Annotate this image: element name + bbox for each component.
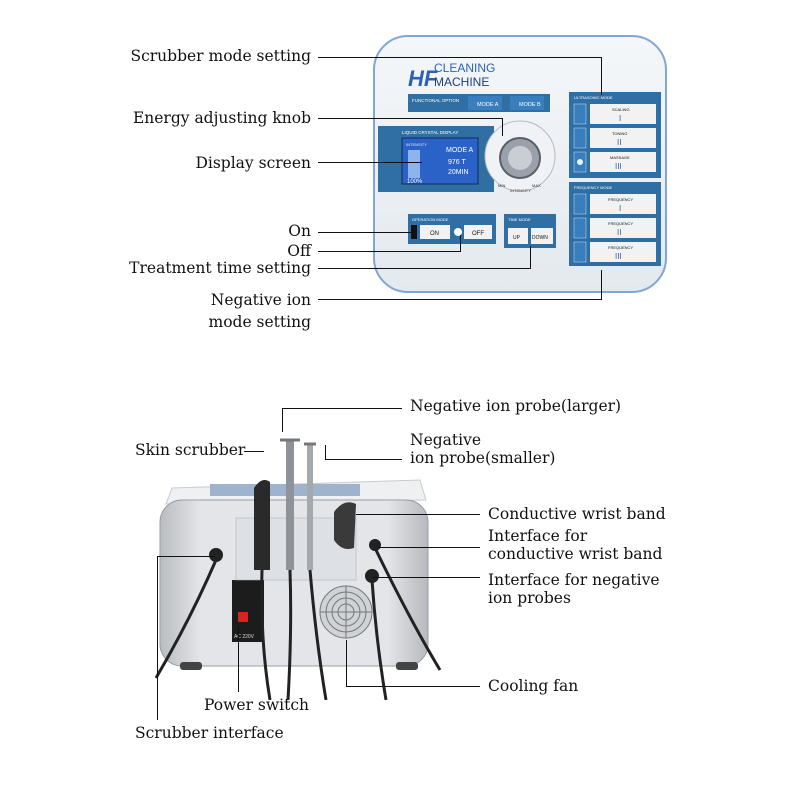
power-socket bbox=[232, 580, 264, 642]
display-header: LIQUID CRYSTAL DISPLAY bbox=[402, 130, 458, 135]
mode-b-button[interactable] bbox=[510, 96, 544, 110]
leader-probe-smaller bbox=[325, 459, 402, 460]
label-energy-knob: Energy adjusting knob bbox=[132, 109, 311, 127]
massage-button[interactable] bbox=[590, 152, 656, 172]
mode-a-label: MODE A bbox=[477, 102, 499, 108]
label-probe-smaller-line1: Negative bbox=[410, 431, 482, 449]
screen-value2: 20MIN bbox=[448, 169, 469, 176]
frequency-2-label: FREQUENCY bbox=[608, 221, 633, 226]
screen-percent: 100% bbox=[407, 179, 423, 185]
label-interface-wrist-line1: Interface for bbox=[488, 527, 588, 545]
off-button-label: OFF bbox=[472, 231, 484, 237]
leader-off bbox=[318, 251, 460, 252]
toning-button[interactable] bbox=[590, 128, 656, 148]
label-probe-smaller-line2: ion probe(smaller) bbox=[410, 449, 556, 467]
frequency-3-button[interactable] bbox=[590, 242, 656, 262]
scaling-button[interactable] bbox=[590, 104, 656, 124]
control-panel-illustration: HF CLEANING MACHINE FUNCTIONAL OPTION MO… bbox=[373, 35, 667, 293]
frequency-3-roman: III bbox=[615, 252, 622, 261]
label-interface-probe-line1: Interface for negative bbox=[488, 571, 660, 589]
down-button-label: DOWN bbox=[532, 235, 548, 241]
down-button[interactable] bbox=[531, 228, 553, 244]
up-button-label: UP bbox=[513, 235, 521, 241]
leader-interface-probe bbox=[372, 577, 480, 578]
leader-energy-knob bbox=[318, 118, 502, 119]
leader-wrist-band bbox=[356, 514, 480, 515]
scrubber-interface-port[interactable] bbox=[209, 548, 223, 562]
screen-intensity: INTENSITY bbox=[406, 142, 427, 147]
label-interface-probe-line2: ion probes bbox=[488, 589, 571, 607]
label-interface-wrist-line2: conductive wrist band bbox=[488, 545, 663, 563]
time-mode-label: TIME MODE bbox=[508, 217, 531, 222]
label-on: On bbox=[288, 222, 311, 240]
screen-value1: 976 T bbox=[448, 159, 466, 166]
toning-roman: II bbox=[617, 138, 621, 147]
label-display-screen: Display screen bbox=[195, 154, 311, 172]
frequency-1-button[interactable] bbox=[590, 194, 656, 214]
off-button[interactable] bbox=[464, 225, 492, 239]
label-off: Off bbox=[287, 242, 311, 260]
wrist-band-interface-port[interactable] bbox=[369, 539, 381, 551]
functional-option-label: FUNCTIONAL OPTION bbox=[412, 98, 459, 103]
leader-negative-ion bbox=[318, 299, 602, 300]
power-switch[interactable] bbox=[238, 612, 248, 622]
label-negative-ion-line2: mode setting bbox=[208, 313, 312, 331]
leader-interface-wrist bbox=[378, 547, 480, 548]
toning-label: TONING bbox=[612, 131, 627, 136]
frequency-mode-label: FREQUENCY MODE bbox=[574, 185, 612, 190]
label-scrubber-mode: Scrubber mode setting bbox=[130, 47, 311, 65]
label-power-switch: Power switch bbox=[204, 696, 309, 714]
scaling-label: SCALING bbox=[612, 107, 630, 112]
leader-cooling-fan bbox=[346, 686, 480, 687]
massage-roman: III bbox=[615, 162, 622, 171]
probe-interface-port[interactable] bbox=[365, 569, 379, 583]
massage-label: MASSAGE bbox=[610, 155, 630, 160]
on-button[interactable] bbox=[420, 225, 450, 239]
brand-hf: HF bbox=[408, 66, 438, 91]
screen-mode: MODE A bbox=[446, 147, 474, 154]
up-button[interactable] bbox=[508, 228, 528, 244]
scaling-roman: I bbox=[619, 114, 621, 123]
leader-on bbox=[318, 232, 414, 233]
knob-min: MIN bbox=[498, 183, 505, 188]
voltage-label: AC 220V bbox=[234, 634, 255, 640]
knob-label: INTENSITY bbox=[510, 188, 531, 193]
leader-probe-larger bbox=[282, 408, 402, 409]
operation-mode-label: OPERATION MODE bbox=[412, 217, 449, 222]
label-cooling-fan: Cooling fan bbox=[488, 677, 579, 695]
mode-b-label: MODE B bbox=[519, 102, 541, 108]
label-probe-larger: Negative ion probe(larger) bbox=[410, 397, 622, 415]
label-treatment-time: Treatment time setting bbox=[129, 259, 311, 277]
leader-display-screen bbox=[318, 162, 422, 163]
leader-treatment-time bbox=[318, 268, 530, 269]
frequency-3-label: FREQUENCY bbox=[608, 245, 633, 250]
mode-a-button[interactable] bbox=[468, 96, 502, 110]
frequency-2-button[interactable] bbox=[590, 218, 656, 238]
label-skin-scrubber: Skin scrubber bbox=[135, 441, 246, 459]
label-negative-ion-line1: Negative ion bbox=[210, 291, 311, 309]
frequency-1-roman: I bbox=[619, 204, 621, 213]
brand-line2: MACHINE bbox=[434, 75, 489, 89]
frequency-2-roman: II bbox=[617, 228, 621, 237]
on-button-label: ON bbox=[430, 231, 439, 237]
label-scrubber-interface: Scrubber interface bbox=[135, 724, 284, 742]
frequency-1-label: FREQUENCY bbox=[608, 197, 633, 202]
device-back-illustration: AC 220V bbox=[154, 438, 442, 700]
brand-line1: CLEANING bbox=[434, 61, 495, 75]
label-wrist-band: Conductive wrist band bbox=[488, 505, 666, 523]
knob-max: MAX bbox=[532, 183, 541, 188]
ultrasonic-mode-label: ULTRASONIC MODE bbox=[574, 95, 613, 100]
leader-scrubber-mode bbox=[318, 57, 602, 58]
leader-skin-scrubber bbox=[244, 451, 264, 452]
cooling-fan bbox=[319, 585, 373, 639]
